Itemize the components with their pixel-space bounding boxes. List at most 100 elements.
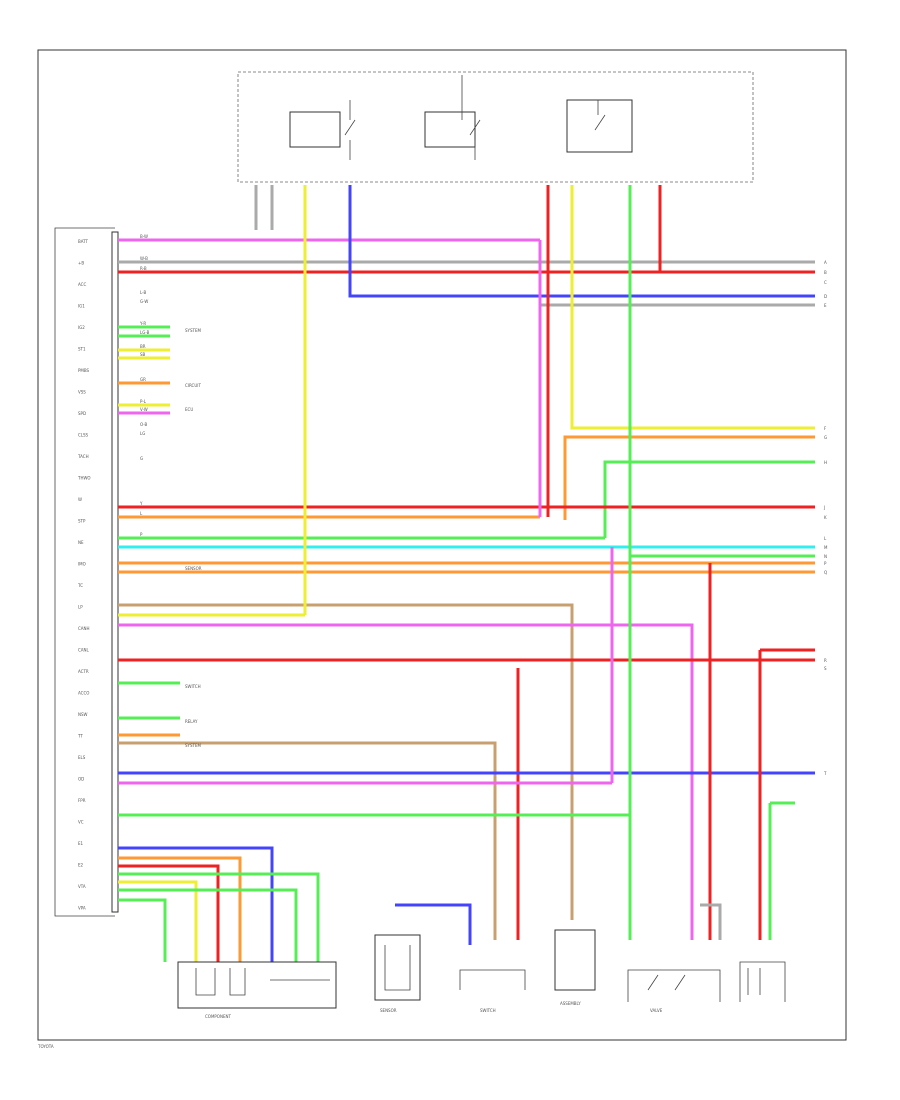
- wire-code-1: W-B: [140, 256, 148, 261]
- wire-code-3: L-B: [140, 290, 146, 295]
- wire-b-2: [118, 864, 220, 962]
- pin-label-25: OD: [78, 777, 84, 782]
- pin-label-30: VTA: [78, 884, 86, 889]
- labels: BATT+BACCIG1IG2ST1PMBSVSSSPDCLSSTACHTHWO…: [77, 234, 828, 1019]
- pin-label-6: PMBS: [78, 368, 90, 373]
- pin-label-10: TACH: [77, 454, 89, 459]
- wire-h-23: [118, 185, 307, 617]
- wire-code-12: O-B: [140, 422, 148, 427]
- pin-label-16: TC: [77, 583, 83, 588]
- relay-3: [566, 99, 633, 153]
- wire-code-13: LG: [140, 431, 145, 436]
- diagram-frame: [37, 49, 847, 1041]
- pin-label-7: VSS: [78, 390, 86, 395]
- side-label-16: S: [824, 666, 827, 671]
- pin-label-12: W: [78, 497, 82, 502]
- wire-h-32: [118, 547, 614, 785]
- sensor-2: [374, 934, 421, 1001]
- bottom-label-1: SENSOR: [380, 1008, 397, 1013]
- side-label-11: M: [824, 545, 828, 550]
- side-label-4: E: [824, 303, 827, 308]
- wire-h-13: [563, 435, 815, 520]
- relay-1-switch: [344, 100, 356, 160]
- wire-r-1: [758, 648, 815, 940]
- side-label-15: R: [824, 658, 827, 663]
- side-label-2: C: [824, 280, 827, 285]
- wire-code-10: P-L: [140, 399, 147, 404]
- wire-code-11: V-W: [140, 407, 148, 412]
- relay-block: [237, 71, 754, 183]
- side-label-12: N: [824, 554, 827, 559]
- wire-code-6: LG-B: [140, 330, 150, 335]
- ecu-pin-strip: [111, 231, 119, 913]
- side-label-3: D: [824, 294, 827, 299]
- wire-b-6: [118, 898, 167, 962]
- pin-label-15: IMO: [78, 562, 86, 567]
- relay-2-switch: [461, 75, 481, 160]
- pin-label-23: TT: [77, 734, 83, 739]
- wire-code-7: BR: [140, 344, 146, 349]
- callout-5: RELAY: [185, 719, 198, 724]
- side-label-10: L: [824, 536, 827, 541]
- pin-label-11: THWO: [77, 476, 91, 481]
- pin-label-18: CANH: [78, 626, 90, 631]
- pin-label-0: BATT: [78, 239, 89, 244]
- side-label-13: P: [824, 561, 827, 566]
- sensor-assembly: [177, 961, 337, 1009]
- side-label-0: A: [824, 260, 827, 265]
- side-label-7: H: [824, 460, 827, 465]
- page-reference: TOYOTA: [37, 1044, 54, 1049]
- pin-label-27: VC: [78, 820, 84, 825]
- wires: [118, 185, 815, 962]
- wire-code-4: G-W: [140, 299, 148, 304]
- wire-h-14: [603, 460, 815, 538]
- bottom-label-4: VALVE: [650, 1008, 663, 1013]
- wire-code-15: Y: [139, 501, 143, 506]
- wire-code-16: L: [140, 511, 143, 516]
- ecu-box: [54, 227, 115, 917]
- wire-b-3: [118, 872, 320, 962]
- wire-b-7: [395, 903, 472, 945]
- pin-label-26: FPR: [78, 798, 86, 803]
- pin-label-19: CANL: [78, 648, 90, 653]
- wire-code-9: GR: [140, 377, 146, 382]
- wire-h-24: [118, 623, 694, 940]
- pin-label-31: VPA: [78, 906, 86, 911]
- wire-r-3: [700, 903, 722, 940]
- pin-label-20: ACTR: [78, 669, 89, 674]
- callout-2: ECU: [185, 407, 193, 412]
- wire-code-2: R-B: [140, 266, 147, 271]
- pin-label-29: E2: [78, 863, 84, 868]
- wire-b-5: [118, 888, 298, 962]
- side-label-5: F: [824, 426, 827, 431]
- relay-1: [289, 111, 341, 148]
- pin-label-1: +B: [78, 261, 84, 266]
- switch-assembly: [627, 969, 721, 1002]
- pin-label-2: ACC: [78, 282, 86, 287]
- pin-label-13: STP: [78, 519, 86, 524]
- wire-code-17: P: [140, 532, 143, 537]
- callout-0: SYSTEM: [185, 328, 201, 333]
- wire-h-12: [570, 185, 815, 430]
- wire-h-30: [118, 741, 497, 940]
- pin-label-8: SPD: [78, 411, 86, 416]
- relay-2: [424, 111, 476, 148]
- wire-r-2: [768, 801, 795, 940]
- callout-4: SWITCH: [185, 684, 201, 689]
- pin-label-4: IG2: [78, 325, 85, 330]
- wire-code-0: B-W: [140, 234, 148, 239]
- wire-code-5: Y-R: [139, 321, 146, 326]
- pin-label-28: E1: [78, 841, 84, 846]
- callout-3: SENSOR: [185, 566, 202, 571]
- sensor-2-inner: [384, 945, 411, 991]
- callout-1: CIRCUIT: [185, 383, 201, 388]
- side-label-9: K: [824, 515, 827, 520]
- side-label-1: B: [824, 270, 827, 275]
- pin-label-9: CLSS: [78, 433, 89, 438]
- pin-label-24: ELS: [78, 755, 86, 760]
- wire-b-1: [118, 856, 242, 962]
- valve: [739, 961, 786, 1002]
- wire-b-4: [118, 880, 198, 962]
- bottom-label-2: SWITCH: [480, 1008, 496, 1013]
